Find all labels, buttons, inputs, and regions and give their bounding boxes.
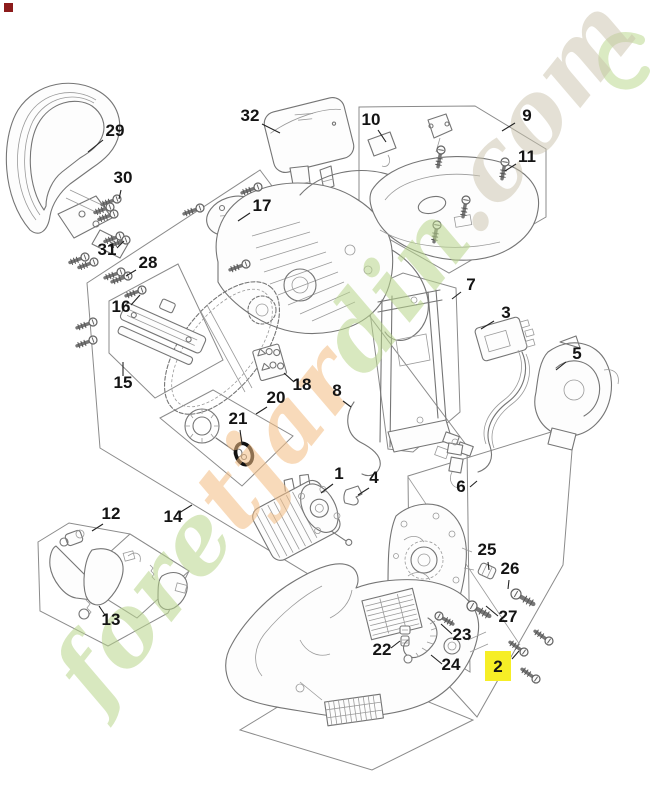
screw-15 bbox=[75, 335, 98, 349]
warning-label-part-18 bbox=[252, 343, 287, 382]
part-label-31: 31 bbox=[98, 240, 117, 259]
corner-marker bbox=[4, 3, 13, 12]
group-box-20 bbox=[159, 389, 294, 487]
main-body-assembly bbox=[164, 170, 429, 415]
part-labels: 29 30 31 28 16 15 17 32 10 9 11 7 3 5 8 … bbox=[98, 106, 582, 681]
part-label-12: 12 bbox=[102, 504, 121, 523]
group-box-bottom bbox=[238, 666, 475, 771]
screw-2 bbox=[508, 640, 529, 657]
screw-28 bbox=[228, 259, 251, 273]
screw-fastener bbox=[520, 667, 541, 684]
control-module-part-3 bbox=[434, 316, 536, 473]
part-label-22: 22 bbox=[373, 640, 392, 659]
nut-part-25 bbox=[477, 562, 497, 580]
part-label-23: 23 bbox=[453, 625, 472, 644]
rear-handle-housing bbox=[225, 563, 489, 718]
screw-31 bbox=[68, 252, 90, 265]
part-label-24: 24 bbox=[442, 655, 461, 674]
clip-part-4 bbox=[343, 485, 363, 506]
frame-part-7-8 bbox=[347, 289, 453, 477]
battery-cover-part-32 bbox=[263, 96, 355, 197]
group-box-7 bbox=[366, 272, 461, 453]
part-label-15: 15 bbox=[114, 373, 133, 392]
bottom-grille-part bbox=[324, 693, 384, 727]
harness-part-24 bbox=[402, 617, 438, 664]
part-label-27: 27 bbox=[499, 607, 518, 626]
screws-layer bbox=[68, 145, 554, 684]
switch-part-6 bbox=[446, 438, 464, 489]
leader-lines bbox=[87, 122, 567, 665]
group-box-main-14 bbox=[86, 169, 471, 673]
screw-15 bbox=[75, 317, 98, 331]
screw-10 bbox=[435, 145, 446, 169]
part-label-5: 5 bbox=[572, 344, 581, 363]
screw-16 bbox=[124, 285, 147, 299]
screw-30 bbox=[93, 202, 115, 215]
part-label-32: 32 bbox=[241, 106, 260, 125]
part-label-10: 10 bbox=[362, 110, 381, 129]
part-label-16: 16 bbox=[112, 297, 131, 316]
part-label-21: 21 bbox=[229, 409, 248, 428]
part-label-9: 9 bbox=[522, 106, 531, 125]
part-label-28: 28 bbox=[139, 253, 158, 272]
part-label-26: 26 bbox=[501, 559, 520, 578]
screw-31 bbox=[109, 235, 131, 248]
screw-11 bbox=[499, 157, 510, 181]
plug-part-22 bbox=[399, 625, 411, 647]
highlight-box[interactable] bbox=[485, 651, 511, 681]
part-label-20: 20 bbox=[267, 388, 286, 407]
screw-30 bbox=[97, 209, 119, 222]
group-box-16 bbox=[108, 263, 224, 399]
screw-23 bbox=[434, 611, 455, 627]
screw-10 bbox=[460, 195, 471, 219]
screw-28 bbox=[103, 267, 126, 281]
part-label-11: 11 bbox=[518, 147, 536, 166]
part-label-17: 17 bbox=[253, 196, 272, 215]
part-label-4: 4 bbox=[369, 468, 379, 487]
part-label-7: 7 bbox=[466, 275, 475, 294]
part-label-18: 18 bbox=[293, 375, 312, 394]
part-label-14: 14 bbox=[164, 507, 183, 526]
part-label-29: 29 bbox=[106, 121, 125, 140]
part-label-25: 25 bbox=[478, 540, 497, 559]
top-cover-part-9 bbox=[367, 113, 540, 261]
motor-part-1 bbox=[252, 473, 353, 561]
fan-housing-part-5 bbox=[534, 335, 619, 451]
bolt-26 bbox=[510, 588, 536, 607]
handlebar-part-29 bbox=[5, 82, 129, 259]
screw-17 bbox=[182, 203, 205, 217]
artwork bbox=[5, 32, 650, 727]
part-label-13: 13 bbox=[102, 610, 121, 629]
part-label-30: 30 bbox=[114, 168, 133, 187]
part-label-6: 6 bbox=[456, 477, 465, 496]
watermark-swirl bbox=[598, 32, 650, 90]
guide-rail-part-16 bbox=[117, 298, 207, 365]
screw-17 bbox=[240, 182, 263, 196]
highlighted-part-2[interactable]: 2 bbox=[485, 651, 511, 681]
part-label-1: 1 bbox=[334, 464, 343, 483]
screw-10 bbox=[431, 220, 442, 244]
bolt-27 bbox=[466, 600, 492, 619]
part-label-3: 3 bbox=[501, 303, 510, 322]
o-ring-part-21 bbox=[233, 441, 255, 467]
screw-fastener bbox=[533, 629, 554, 646]
handle-lever-parts-12-13 bbox=[49, 529, 188, 620]
grille-leader bbox=[299, 681, 323, 701]
screw-31 bbox=[77, 257, 99, 270]
part-label-2[interactable]: 2 bbox=[493, 657, 502, 676]
part-label-8: 8 bbox=[332, 381, 341, 400]
